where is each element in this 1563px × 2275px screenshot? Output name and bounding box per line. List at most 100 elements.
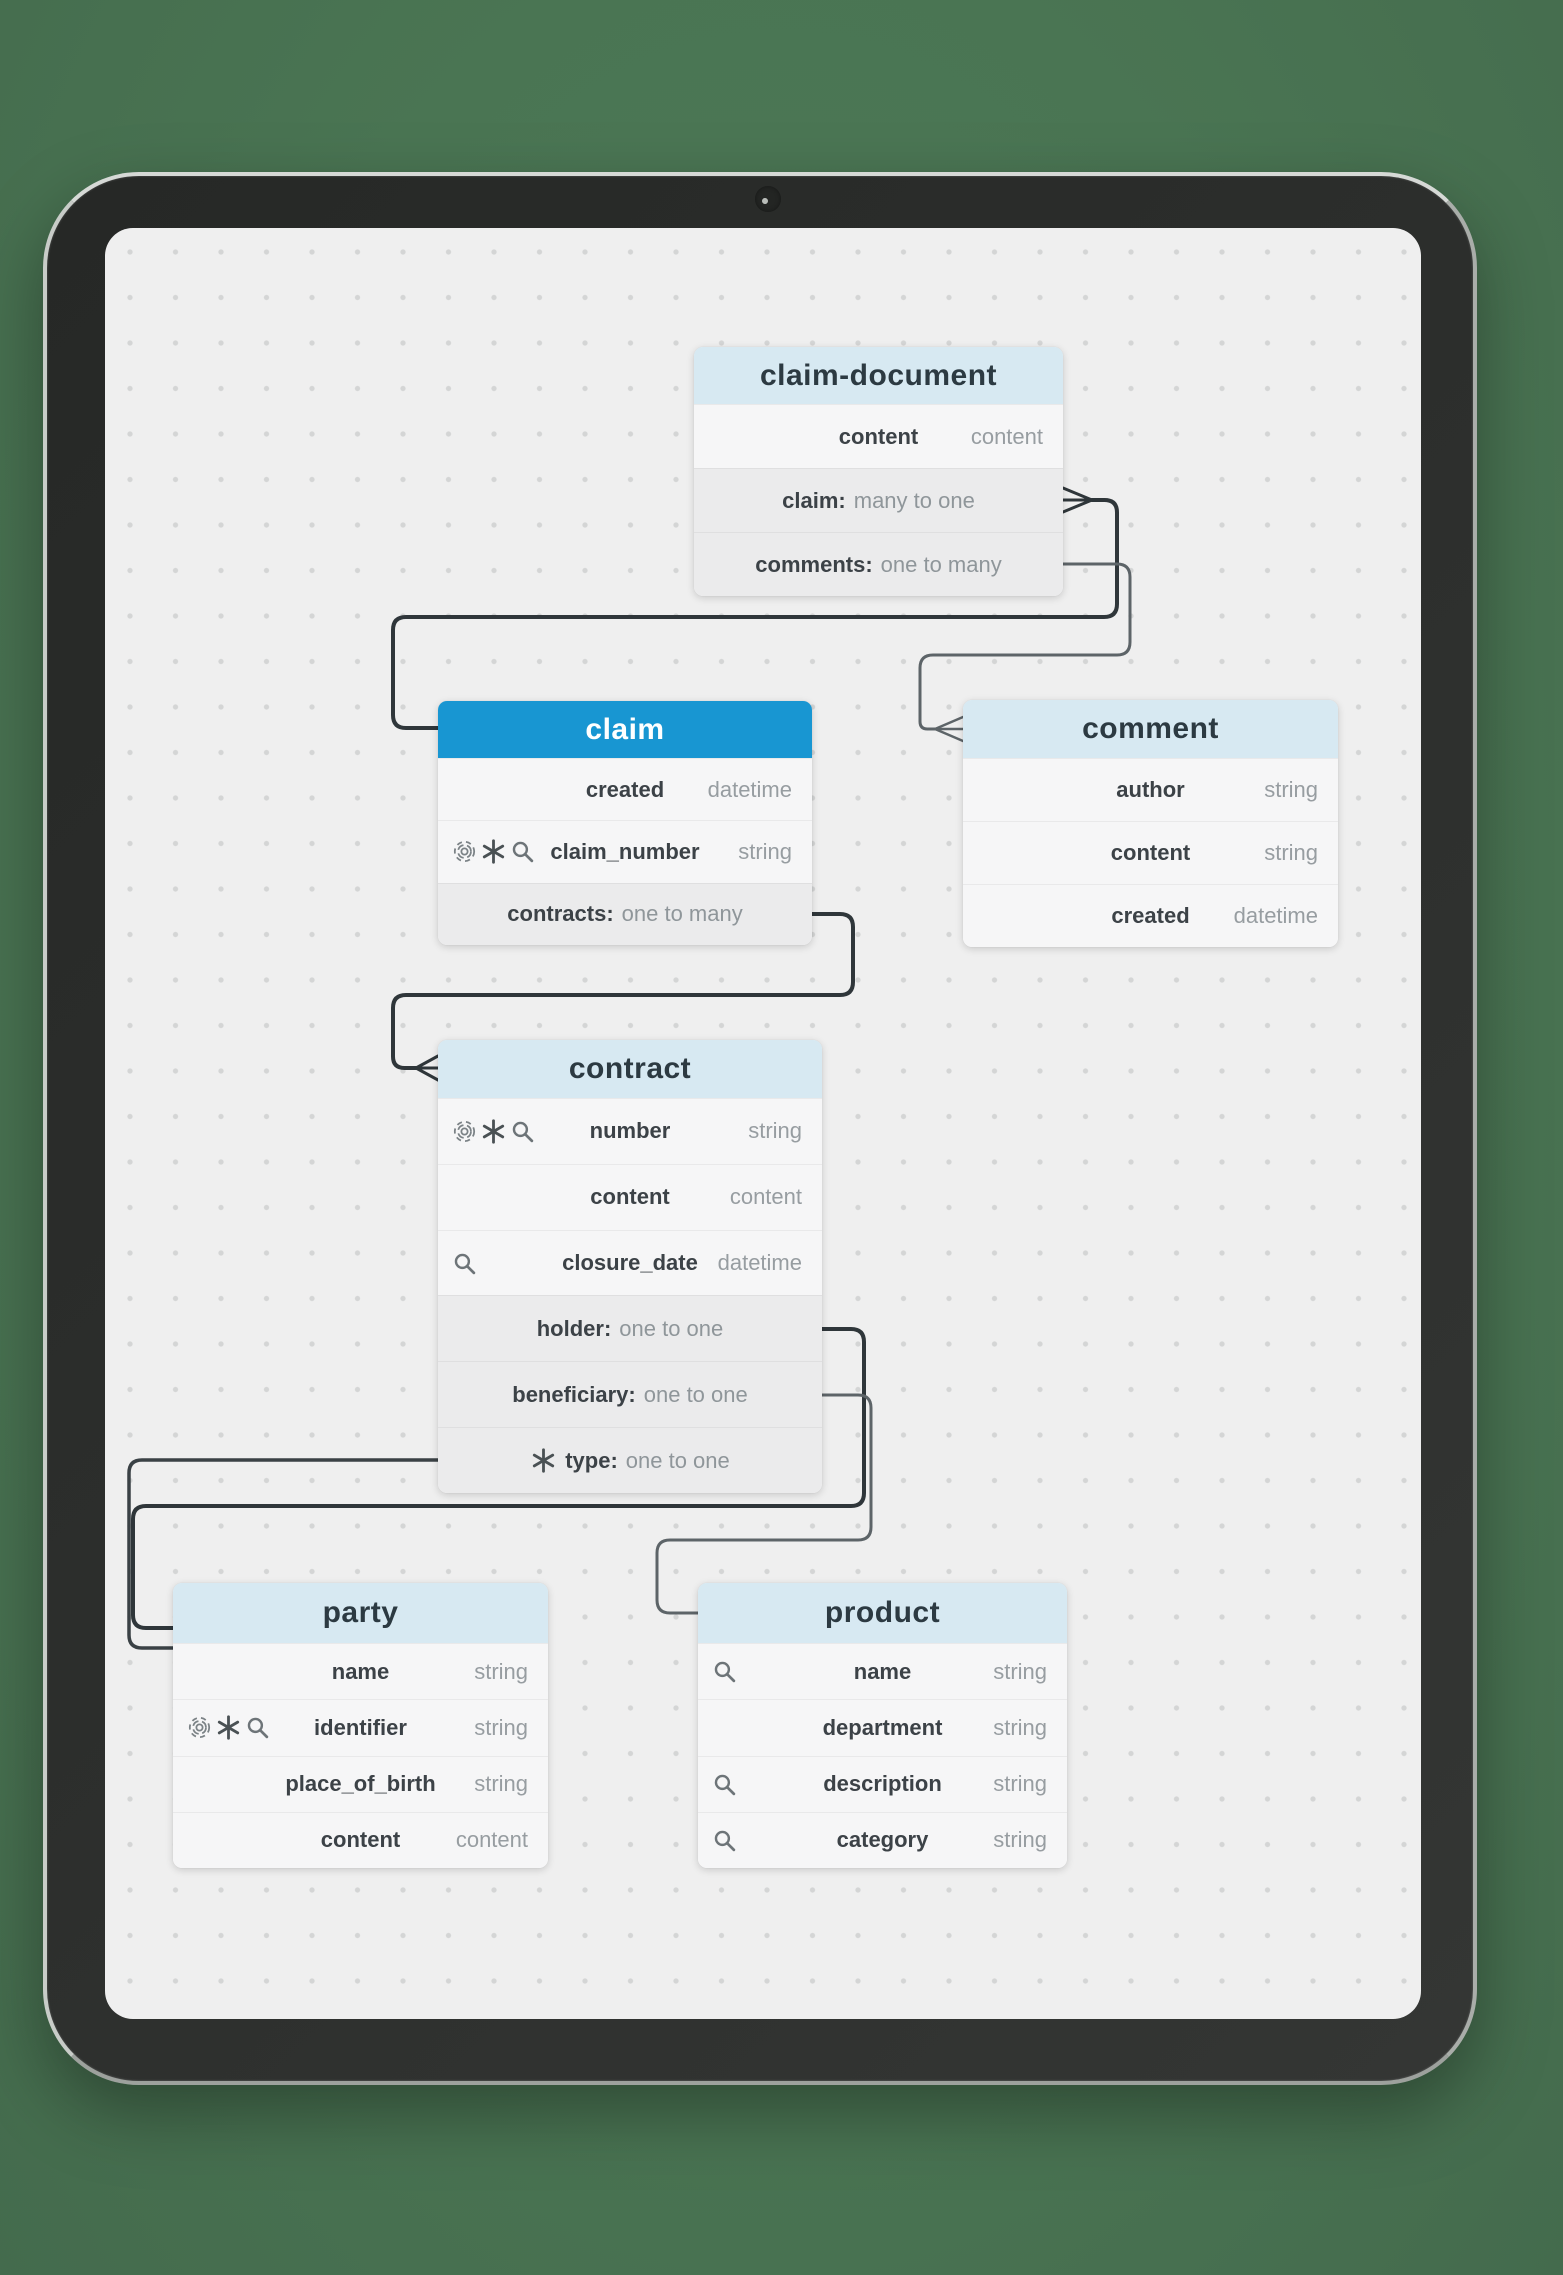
attribute-name: created (585, 776, 665, 802)
attribute-row-created[interactable]: created datetime (963, 884, 1338, 947)
connector-c6[interactable] (127, 1458, 440, 1650)
relation-cardinality: one to one (619, 1315, 724, 1341)
attribute-name: description (823, 1771, 942, 1797)
relation-cardinality: one to many (621, 901, 743, 927)
attribute-name: content (320, 1827, 401, 1853)
relation-row-contracts[interactable]: contracts: one to many (438, 882, 812, 945)
relation-text: holder: one to one (537, 1316, 724, 1342)
relation-cardinality: many to one (853, 487, 975, 513)
entity-title[interactable]: claim (438, 701, 812, 758)
relation-row-type[interactable]: type: one to one (438, 1427, 822, 1493)
connector-c3[interactable] (391, 912, 855, 1070)
connector-c2[interactable] (918, 562, 1132, 731)
relation-name: contracts: (507, 901, 614, 927)
relation-text: beneficiary:one to one (512, 1382, 747, 1408)
attribute-flags (452, 1231, 477, 1296)
relation-row-beneficiary[interactable]: beneficiary:one to one (438, 1361, 822, 1428)
magnifier-icon (712, 1828, 737, 1853)
attribute-type: content (729, 1184, 802, 1210)
attribute-row-description[interactable]: description string (698, 1755, 1067, 1812)
attribute-flags (452, 821, 535, 882)
entity-title[interactable]: product (698, 1583, 1067, 1643)
attribute-row-created[interactable]: created datetime (438, 758, 812, 821)
camera-glint-icon (760, 196, 770, 206)
crow-foot-icon (414, 1066, 440, 1082)
attribute-name: content (1110, 840, 1191, 865)
relation-row-holder[interactable]: holder: one to one (438, 1295, 822, 1362)
crow-foot-icon (414, 1054, 440, 1070)
relation-name: holder: (536, 1315, 612, 1341)
asterisk-icon (480, 838, 507, 865)
attribute-name: name (853, 1658, 912, 1684)
magnifier-icon (510, 839, 535, 864)
relation-cardinality: one to one (643, 1381, 748, 1407)
attribute-type: datetime (1233, 903, 1318, 928)
attribute-name: category (836, 1827, 929, 1853)
relation-name: claim: (782, 487, 846, 513)
crow-foot-icon (1061, 498, 1094, 514)
attribute-row-content[interactable]: content content (438, 1163, 822, 1230)
attribute-row-place_of_birth[interactable]: place_of_birth string (173, 1755, 548, 1812)
crow-foot-icon (1061, 486, 1094, 502)
attribute-name: content (590, 1184, 670, 1210)
entity-title[interactable]: contract (438, 1040, 822, 1098)
attribute-name: claim_number (550, 838, 700, 864)
magnifier-icon (712, 1772, 737, 1797)
relation-text: claim: many to one (782, 488, 975, 514)
entity-title[interactable]: party (173, 1583, 548, 1643)
attribute-name: author (1116, 777, 1185, 802)
asterisk-icon (480, 1118, 507, 1145)
attribute-flags (187, 1700, 270, 1755)
entity-title[interactable]: claim-document (694, 347, 1063, 404)
attribute-row-name[interactable]: name string (698, 1643, 1067, 1700)
attribute-row-identifier[interactable]: identifier string (173, 1699, 548, 1756)
diagram-canvas[interactable]: claim-document content content claim: many t… (105, 228, 1421, 2019)
connector-c1[interactable] (391, 498, 1119, 730)
attribute-type: string (993, 1714, 1047, 1740)
entity-title[interactable]: comment (963, 700, 1338, 758)
relation-cardinality: one to many (880, 551, 1002, 577)
fingerprint-icon (452, 1119, 477, 1144)
magnifier-icon (510, 1119, 535, 1144)
relation-name: type: (565, 1447, 618, 1473)
attribute-type: string (474, 1771, 528, 1797)
connector-c5[interactable] (655, 1393, 873, 1615)
attribute-flags (712, 1757, 737, 1812)
attribute-type: string (1264, 777, 1318, 802)
attribute-name: name (331, 1658, 390, 1684)
attribute-type: string (474, 1714, 528, 1740)
fingerprint-icon (187, 1715, 212, 1740)
magnifier-icon (452, 1251, 477, 1276)
magnifier-icon (712, 1659, 737, 1684)
attribute-name: created (1111, 903, 1190, 928)
attribute-row-author[interactable]: author string (963, 758, 1338, 821)
attribute-name: place_of_birth (285, 1771, 436, 1797)
attribute-type: datetime (717, 1250, 802, 1276)
relationship-connectors (127, 486, 1132, 1650)
attribute-type: string (993, 1771, 1047, 1797)
attribute-type: datetime (707, 776, 792, 802)
relation-cardinality: one to one (625, 1447, 730, 1473)
connector-c4[interactable] (131, 1327, 866, 1630)
attribute-type: string (993, 1658, 1047, 1684)
asterisk-icon (215, 1714, 242, 1741)
attribute-type: content (970, 423, 1043, 449)
relation-row-comments[interactable]: comments:one to many (694, 532, 1063, 596)
attribute-name: identifier (314, 1714, 407, 1740)
relation-row-claim[interactable]: claim: many to one (694, 468, 1063, 532)
